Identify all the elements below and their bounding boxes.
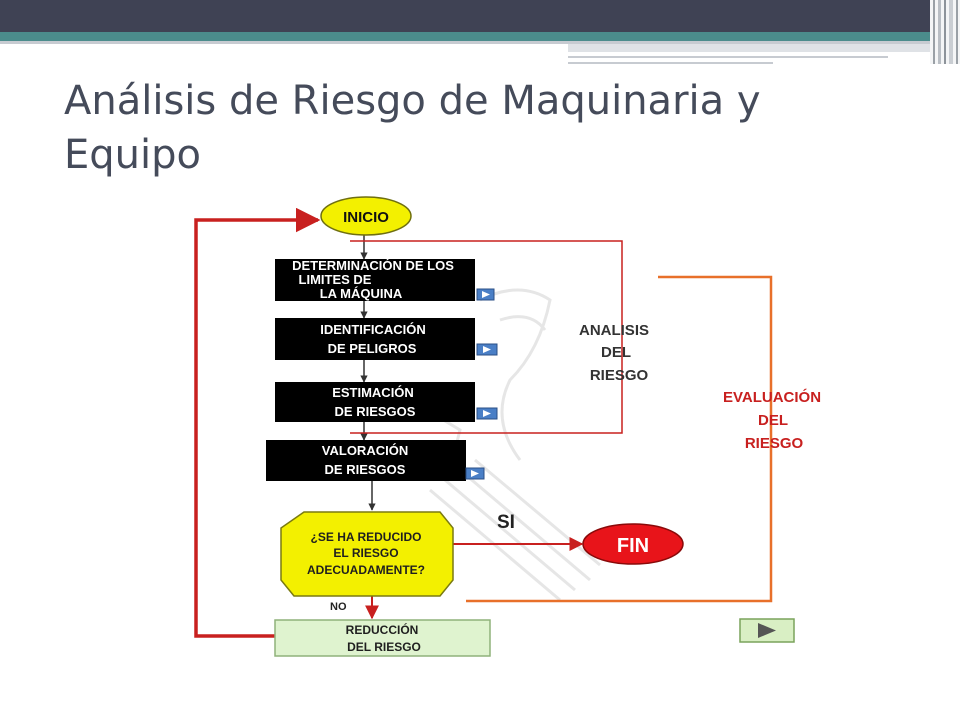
top-bar bbox=[0, 0, 960, 32]
divider-thin bbox=[568, 56, 888, 58]
divider-block bbox=[568, 44, 930, 52]
step-identification: IDENTIFICACIÓN DE PELIGROS bbox=[275, 318, 475, 360]
start-label: INICIO bbox=[343, 209, 389, 226]
yes-label: SI bbox=[497, 512, 515, 533]
play-icon[interactable] bbox=[476, 288, 495, 301]
step-2-line-1: IDENTIFICACIÓN bbox=[320, 322, 425, 337]
step-1-line-1: DETERMINACIÓN DE LOS bbox=[292, 258, 454, 273]
analysis-line-1: ANALISIS bbox=[579, 322, 649, 339]
step-3-line-1: ESTIMACIÓN bbox=[332, 385, 414, 400]
corner-stripes bbox=[930, 0, 960, 64]
divider-line bbox=[0, 41, 930, 44]
no-label: NO bbox=[330, 601, 347, 613]
evaluation-line-1: EVALUACIÓN bbox=[723, 388, 821, 406]
evaluation-line-2: DEL bbox=[758, 412, 788, 429]
analysis-line-3: RIESGO bbox=[590, 367, 649, 384]
step-2-line-2: DE PELIGROS bbox=[328, 341, 417, 356]
feedback-loop-arrow bbox=[194, 207, 321, 638]
step-estimation: ESTIMACIÓN DE RIESGOS bbox=[275, 382, 475, 422]
decision-line-2: EL RIESGO bbox=[333, 546, 398, 560]
step-determination: DETERMINACIÓN DE LOS LIMITES DE LA MÁQUI… bbox=[275, 258, 475, 301]
step-3-line-2: DE RIESGOS bbox=[335, 404, 416, 419]
reduction-line-2: DEL RIESGO bbox=[347, 640, 421, 654]
analysis-bracket bbox=[350, 240, 623, 434]
step-1-line-3: LA MÁQUINA bbox=[320, 286, 403, 301]
decision-node: ¿SE HA REDUCIDO EL RIESGO ADECUADAMENTE? bbox=[280, 511, 454, 597]
risk-reduction-box: REDUCCIÓN DEL RIESGO bbox=[274, 619, 491, 657]
step-4-line-1: VALORACIÓN bbox=[322, 443, 408, 458]
accent-stripe bbox=[0, 32, 930, 41]
flow-connectors bbox=[360, 234, 376, 511]
analysis-label: ANALISIS DEL RIESGO bbox=[579, 322, 649, 384]
evaluation-label: EVALUACIÓN DEL RIESGO bbox=[723, 388, 821, 452]
start-node: INICIO bbox=[320, 196, 412, 236]
evaluation-line-3: RIESGO bbox=[745, 435, 804, 452]
slide-title: Análisis de Riesgo de Maquinaria y Equip… bbox=[64, 78, 761, 178]
end-label: FIN bbox=[617, 535, 649, 557]
step-valoration: VALORACIÓN DE RIESGOS bbox=[266, 440, 466, 481]
reduction-line-1: REDUCCIÓN bbox=[346, 622, 419, 637]
step-4-line-2: DE RIESGOS bbox=[325, 462, 406, 477]
play-icon[interactable] bbox=[476, 343, 498, 356]
divider-short bbox=[568, 62, 773, 64]
decision-line-3: ADECUADAMENTE? bbox=[307, 563, 425, 577]
decision-line-1: ¿SE HA REDUCIDO bbox=[311, 530, 422, 544]
analysis-line-2: DEL bbox=[601, 344, 631, 361]
play-icon[interactable] bbox=[465, 467, 485, 480]
step-1-line-2: LIMITES DE bbox=[299, 272, 372, 287]
play-icon[interactable] bbox=[476, 407, 498, 420]
next-slide-icon[interactable] bbox=[739, 618, 795, 643]
evaluation-bracket bbox=[466, 275, 773, 603]
end-node: FIN bbox=[582, 523, 684, 565]
